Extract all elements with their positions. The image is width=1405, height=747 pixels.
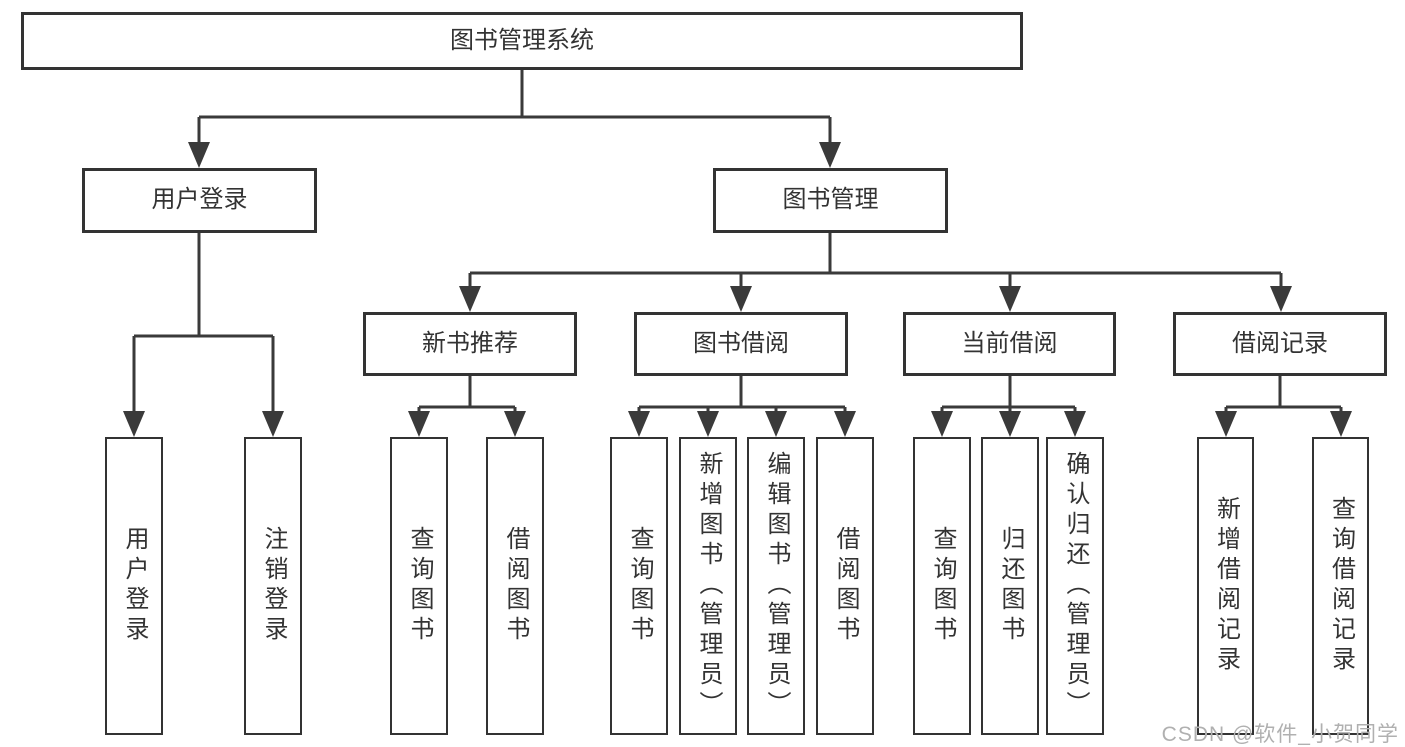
node-label: 当前借阅 — [961, 329, 1058, 357]
leaf-add-book-admin: 新增图书（管理员） — [679, 437, 737, 735]
node-label: 借阅记录 — [1232, 329, 1328, 357]
node-label: 图书管理系统 — [450, 26, 594, 54]
node-label: 用户登录 — [151, 186, 248, 214]
leaf-query-books-current: 查询图书 — [913, 437, 971, 735]
node-current-borrowing: 当前借阅 — [903, 312, 1116, 376]
node-label: 查询图书 — [406, 526, 433, 646]
node-book-management: 图书管理 — [713, 168, 948, 233]
node-label: 新增借阅记录 — [1212, 496, 1240, 676]
node-label: 归还图书 — [997, 526, 1024, 646]
node-label: 新增图书（管理员） — [695, 451, 722, 721]
leaf-add-borrow-record: 新增借阅记录 — [1197, 437, 1254, 735]
leaf-query-borrow-record: 查询借阅记录 — [1312, 437, 1369, 735]
node-book-borrowing: 图书借阅 — [634, 312, 848, 376]
node-label: 借阅图书 — [832, 526, 859, 646]
leaf-edit-book-admin: 编辑图书（管理员） — [747, 437, 805, 735]
leaf-logout: 注销登录 — [244, 437, 302, 735]
node-label: 查询图书 — [626, 526, 653, 646]
leaf-borrow-books-recommend: 借阅图书 — [486, 437, 544, 735]
node-label: 图书借阅 — [693, 329, 789, 357]
leaf-query-books-recommend: 查询图书 — [390, 437, 448, 735]
node-library-management-system: 图书管理系统 — [21, 12, 1023, 70]
node-label: 确认归还（管理员） — [1062, 451, 1089, 721]
leaf-confirm-return-admin: 确认归还（管理员） — [1046, 437, 1104, 735]
connector-path-group — [132, 70, 1343, 419]
node-user-login: 用户登录 — [82, 168, 317, 233]
csdn-watermark: CSDN @软件_小贺同学 — [1161, 723, 1399, 746]
node-label: 图书管理 — [782, 186, 879, 214]
node-borrowing-records: 借阅记录 — [1173, 312, 1387, 376]
node-label: 编辑图书（管理员） — [763, 451, 790, 721]
leaf-query-books-borrow: 查询图书 — [610, 437, 668, 735]
node-label: 注销登录 — [260, 526, 287, 646]
leaf-user-login: 用户登录 — [105, 437, 163, 735]
leaf-borrow-books: 借阅图书 — [816, 437, 874, 735]
node-label: 用户登录 — [121, 526, 148, 646]
node-label: 新书推荐 — [422, 329, 518, 357]
node-label: 查询借阅记录 — [1327, 496, 1355, 676]
node-label: 查询图书 — [929, 526, 956, 646]
leaf-return-book: 归还图书 — [981, 437, 1039, 735]
node-new-book-recommend: 新书推荐 — [363, 312, 577, 376]
arrowhead-group — [123, 142, 1352, 437]
node-label: 借阅图书 — [502, 526, 529, 646]
